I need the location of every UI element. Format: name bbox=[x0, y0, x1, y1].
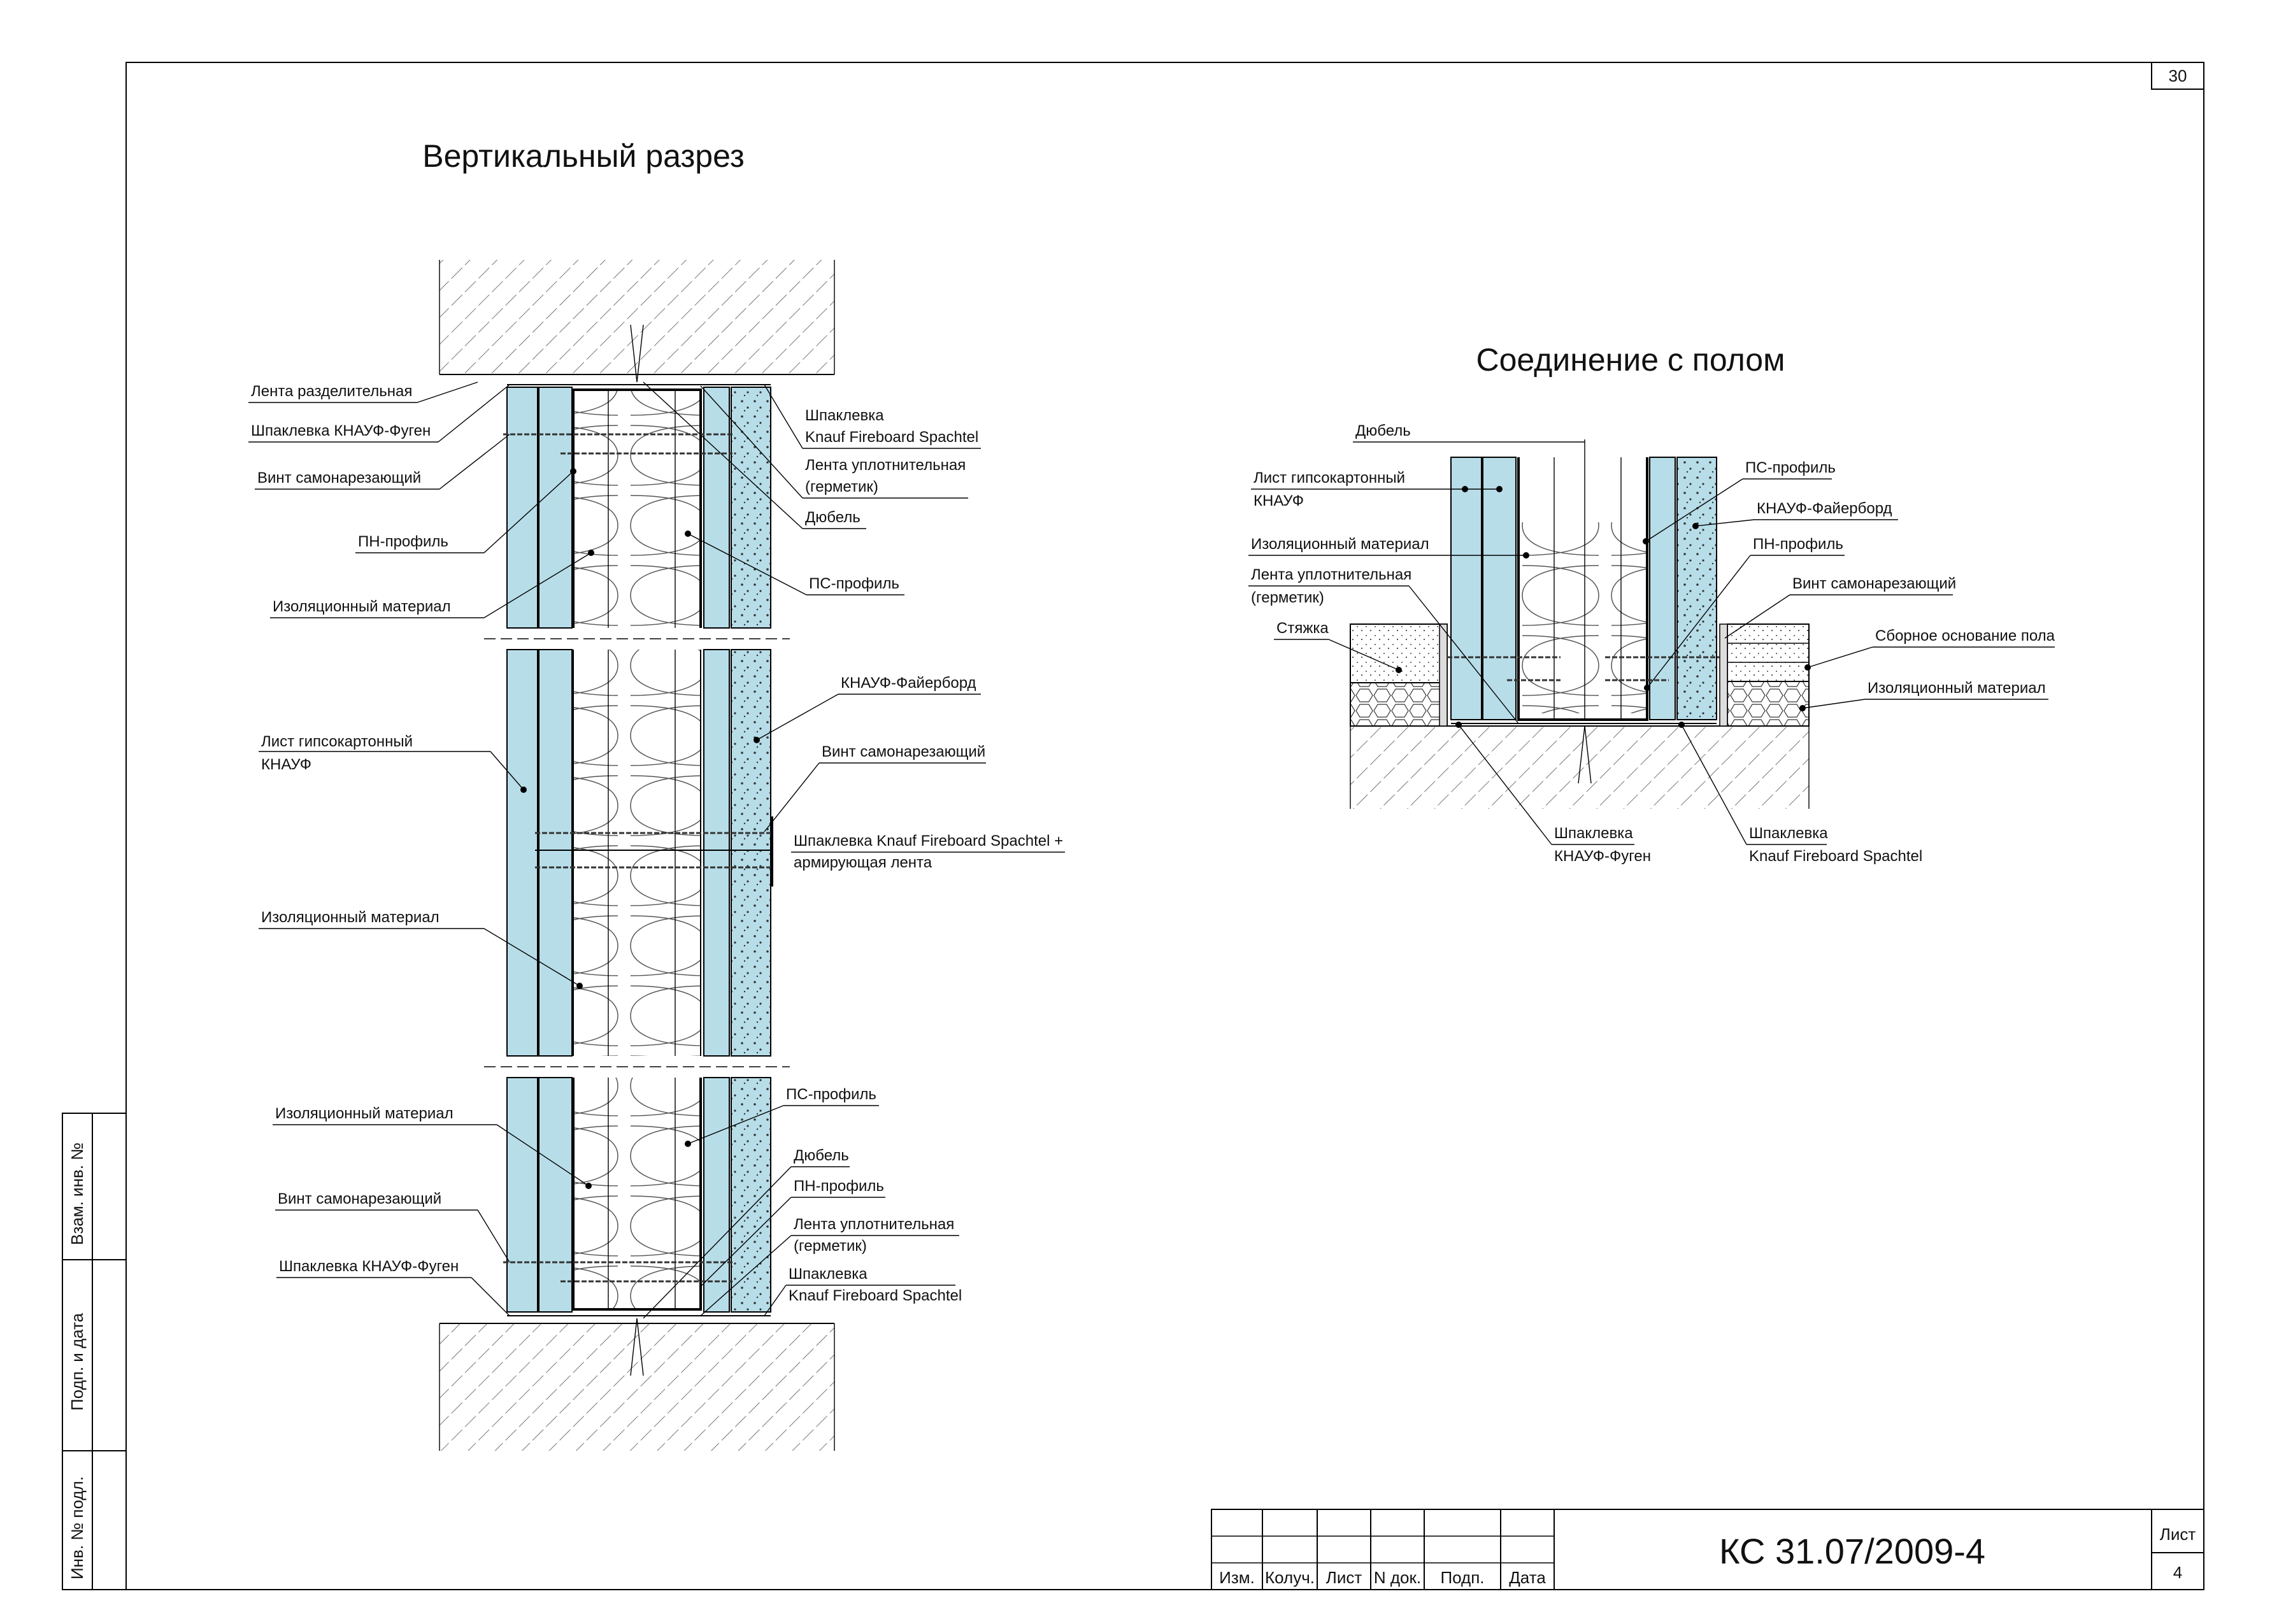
label-floor-gypsum-1: Лист гипсокартонный bbox=[1254, 469, 1405, 487]
label-floor-pn-profile: ПН-профиль bbox=[1753, 536, 1843, 553]
stamp-header-sheet: Лист bbox=[1326, 1568, 1362, 1587]
label-floor-insulation-left: Изоляционный материал bbox=[1251, 536, 1429, 553]
label-fireboard-putty-top-1: Шпаклевка bbox=[805, 407, 884, 424]
label-pn-profile-top: ПН-профиль bbox=[358, 533, 448, 550]
side-field-replaced: Взам. инв. № bbox=[68, 1143, 87, 1245]
label-pn-profile-bottom: ПН-профиль bbox=[794, 1178, 884, 1195]
label-fugen-putty-bottom: Шпаклевка КНАУФ-Фуген bbox=[279, 1258, 459, 1275]
label-fireboard-mid: КНАУФ-Файерборд bbox=[841, 674, 976, 692]
vertical-section-title: Вертикальный разрез bbox=[422, 138, 745, 174]
label-floor-ps-profile: ПС-профиль bbox=[1745, 459, 1836, 476]
list-value: 4 bbox=[2173, 1563, 2182, 1582]
sheet-number-box bbox=[2151, 62, 2204, 90]
label-fireboard-putty-top-2: Knauf Fireboard Spachtel bbox=[805, 429, 978, 446]
label-screw-bottom: Винт самонарезающий bbox=[278, 1190, 441, 1207]
stamp-header-qty: Колуч. bbox=[1265, 1568, 1315, 1587]
floor-callouts: Дюбель Лист гипсокартонный КНАУФ Изоляци… bbox=[1248, 422, 2055, 865]
label-floor-screed: Стяжка bbox=[1276, 620, 1329, 637]
list-label: Лист bbox=[2160, 1525, 2196, 1544]
side-field-sign-date: Подп. и дата bbox=[68, 1313, 87, 1411]
floor-junction-drawing bbox=[1350, 439, 1810, 809]
label-sealing-tape-top-2: (герметик) bbox=[805, 478, 878, 495]
label-floor-fireboard: КНАУФ-Файерборд bbox=[1757, 500, 1892, 517]
label-gypsum-board-2: КНАУФ bbox=[261, 756, 311, 773]
label-separating-tape: Лента разделительная bbox=[251, 383, 412, 400]
label-sealing-tape-bottom-1: Лента уплотнительная bbox=[794, 1216, 954, 1233]
stamp-header-date: Дата bbox=[1509, 1568, 1546, 1587]
label-fireboard-putty-bottom-1: Шпаклевка bbox=[789, 1265, 868, 1283]
label-insulation-top: Изоляционный материал bbox=[273, 598, 451, 615]
label-floor-fugen-1: Шпаклевка bbox=[1554, 825, 1633, 842]
label-insulation-mid: Изоляционный материал bbox=[261, 909, 439, 926]
label-floor-sealing-2: (герметик) bbox=[1251, 589, 1324, 606]
label-dowel-top: Дюбель bbox=[805, 509, 861, 526]
label-sealing-tape-bottom-2: (герметик) bbox=[794, 1237, 867, 1255]
label-floor-sealing-1: Лента уплотнительная bbox=[1251, 566, 1411, 583]
sheet-frame bbox=[125, 62, 2204, 1590]
document-code: КС 31.07/2009-4 bbox=[1719, 1531, 1985, 1571]
label-ps-profile-bottom: ПС-профиль bbox=[786, 1086, 876, 1103]
label-floor-dowel: Дюбель bbox=[1355, 422, 1411, 439]
side-fields: Взам. инв. № Подп. и дата Инв. № подл. bbox=[62, 1113, 127, 1590]
label-gypsum-board-1: Лист гипсокартонный bbox=[261, 733, 413, 750]
stamp-header-sign: Подп. bbox=[1440, 1568, 1484, 1587]
label-floor-fireboard-putty-1: Шпаклевка bbox=[1749, 825, 1828, 842]
label-fireboard-putty-mid-2: армирующая лента bbox=[794, 854, 932, 871]
floor-junction-title: Соединение с полом bbox=[1476, 342, 1785, 378]
side-field-inventory: Инв. № подл. bbox=[68, 1476, 87, 1579]
label-floor-insulation-right: Изоляционный материал bbox=[1868, 680, 2046, 697]
stamp-header-doc: N док. bbox=[1374, 1568, 1421, 1587]
label-sealing-tape-top-1: Лента уплотнительная bbox=[805, 457, 966, 474]
vertical-section-drawing bbox=[439, 260, 835, 1451]
label-floor-fireboard-putty-2: Knauf Fireboard Spachtel bbox=[1749, 848, 1922, 865]
label-floor-assembled-base: Сборное основание пола bbox=[1875, 627, 2055, 645]
label-floor-screw: Винт самонарезающий bbox=[1792, 575, 1956, 592]
label-fireboard-putty-bottom-2: Knauf Fireboard Spachtel bbox=[789, 1287, 962, 1304]
label-insulation-bottom: Изоляционный материал bbox=[275, 1105, 454, 1122]
vertical-callouts: Лента разделительная Шпаклевка КНАУФ-Фуг… bbox=[248, 381, 1065, 1319]
label-floor-fugen-2: КНАУФ-Фуген bbox=[1554, 848, 1651, 865]
label-screw-mid: Винт самонарезающий bbox=[822, 743, 985, 760]
label-fireboard-putty-mid-1: Шпаклевка Knauf Fireboard Spachtel + bbox=[794, 832, 1063, 850]
label-ps-profile-top: ПС-профиль bbox=[809, 575, 899, 592]
label-floor-gypsum-2: КНАУФ bbox=[1254, 492, 1304, 509]
title-block: Изм. Колуч. Лист N док. Подп. Дата КС 31… bbox=[1211, 1509, 2204, 1590]
sheet-number: 30 bbox=[2169, 66, 2187, 85]
label-screw-top: Винт самонарезающий bbox=[257, 469, 421, 487]
label-fugen-putty-top: Шпаклевка КНАУФ-Фуген bbox=[251, 422, 431, 439]
stamp-header-rev: Изм. bbox=[1219, 1568, 1255, 1587]
label-dowel-bottom: Дюбель bbox=[794, 1147, 849, 1164]
